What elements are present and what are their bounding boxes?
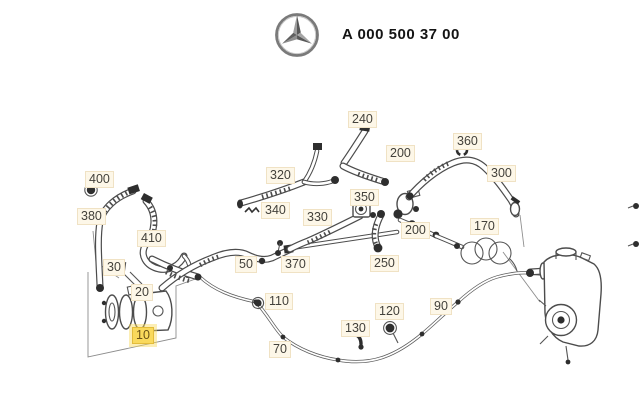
part-label-300[interactable]: 300 xyxy=(487,165,516,182)
part-label-240[interactable]: 240 xyxy=(348,111,377,128)
mercedes-benz-logo xyxy=(275,13,319,57)
part-label-110[interactable]: 110 xyxy=(265,293,293,310)
edge-fitting-icons xyxy=(627,203,639,247)
clamp-110-drawing xyxy=(251,296,265,310)
part-label-400[interactable]: 400 xyxy=(85,171,114,188)
clamp-120-drawing xyxy=(383,321,399,344)
part-label-50[interactable]: 50 xyxy=(235,256,257,273)
part-label-360[interactable]: 360 xyxy=(453,133,482,150)
part-label-340[interactable]: 340 xyxy=(261,202,290,219)
hose-320-drawing xyxy=(237,143,339,209)
part-label-410[interactable]: 410 xyxy=(137,230,166,247)
coiled-hose-170-drawing xyxy=(436,236,518,272)
part-label-320[interactable]: 320 xyxy=(266,167,295,184)
clip-340-drawing xyxy=(244,206,260,214)
page-header: A 000 500 37 00 xyxy=(0,0,640,60)
part-label-200[interactable]: 200 xyxy=(386,145,415,162)
part-label-370[interactable]: 370 xyxy=(281,256,310,273)
part-label-90[interactable]: 90 xyxy=(430,298,452,315)
part-label-70[interactable]: 70 xyxy=(269,341,291,358)
hose-300-drawing xyxy=(406,160,521,216)
part-label-170[interactable]: 170 xyxy=(470,218,499,235)
part-label-30[interactable]: 30 xyxy=(103,259,125,276)
part-label-10[interactable]: 10 xyxy=(132,327,154,344)
hose-250-drawing xyxy=(371,210,385,253)
hose-380-drawing xyxy=(96,184,140,292)
hose-240-drawing xyxy=(343,123,389,186)
part-label-350[interactable]: 350 xyxy=(350,189,379,206)
part-label-200[interactable]: 200 xyxy=(401,222,430,239)
hose-50-drawing xyxy=(152,249,291,288)
fitting-370-drawing xyxy=(275,240,283,256)
part-label-20[interactable]: 20 xyxy=(131,284,153,301)
part-number-title: A 000 500 37 00 xyxy=(342,26,460,43)
part-label-380[interactable]: 380 xyxy=(77,208,106,225)
part-label-250[interactable]: 250 xyxy=(370,255,399,272)
part-label-330[interactable]: 330 xyxy=(303,209,332,226)
expansion-tank-drawing xyxy=(526,247,602,365)
part-label-130[interactable]: 130 xyxy=(341,320,370,337)
part-label-120[interactable]: 120 xyxy=(375,303,404,320)
